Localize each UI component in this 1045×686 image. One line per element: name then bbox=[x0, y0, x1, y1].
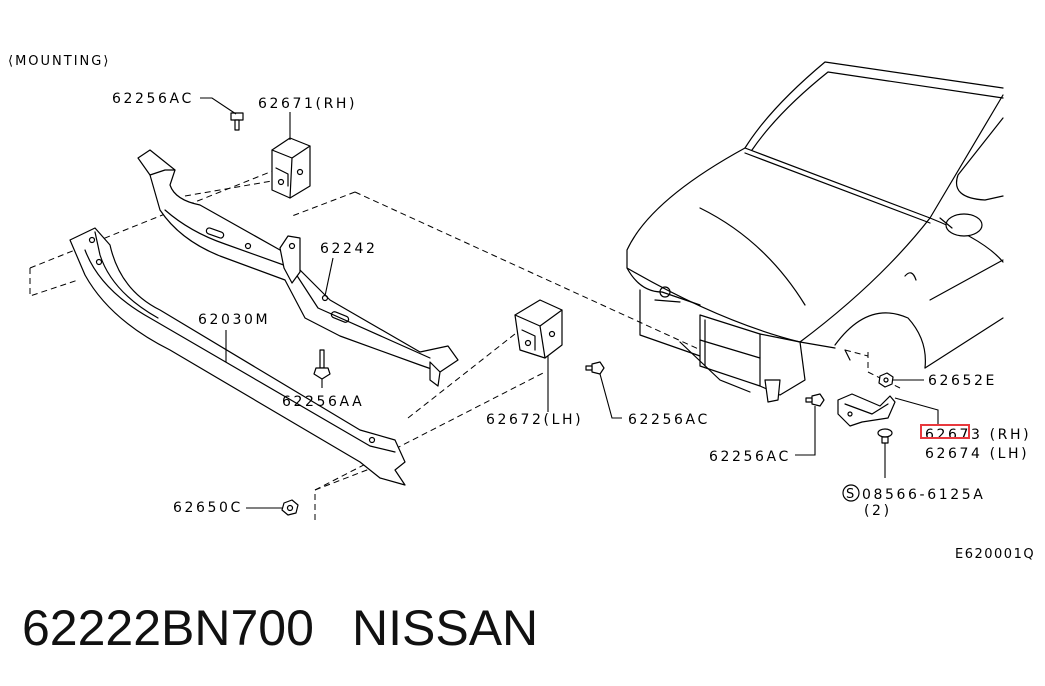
bracket-lh bbox=[514, 299, 563, 359]
callout-bolt-right: 62256AC bbox=[709, 449, 791, 465]
nut-bottom bbox=[281, 499, 299, 516]
callout-screw: 08566-6125A bbox=[862, 487, 985, 503]
diagram-code: E620001Q bbox=[955, 547, 1035, 562]
bolt-right bbox=[805, 393, 825, 407]
callout-bolt-top-left: 62256AC bbox=[112, 91, 194, 107]
screw-right bbox=[877, 428, 893, 444]
part-number: 62222BN700 bbox=[22, 600, 314, 656]
lower-beam bbox=[69, 227, 406, 486]
screw-symbol-circle bbox=[842, 484, 860, 502]
callout-bracket-rh: 62671(RH) bbox=[258, 96, 357, 112]
bolt-mid bbox=[585, 361, 605, 375]
mounting-label: ⟨MOUNTING⟩ bbox=[8, 54, 110, 69]
callout-nut-right: 62652E bbox=[928, 373, 997, 389]
callout-bolt-mid: 62256AC bbox=[628, 412, 710, 428]
screw-symbol: S bbox=[846, 487, 854, 502]
nut-right bbox=[878, 372, 894, 388]
callout-screw-qty: (2) bbox=[864, 503, 892, 519]
bracket-right bbox=[837, 393, 896, 427]
callout-beam: 62030M bbox=[198, 312, 270, 328]
callout-bracket-right-rh: 62673 (RH) bbox=[925, 427, 1031, 443]
dashed-guide-lines bbox=[29, 169, 901, 520]
callout-bolt-mid-left: 62256AA bbox=[282, 394, 364, 410]
callout-bracket-lh: 62672(LH) bbox=[486, 412, 583, 428]
highlight-box bbox=[920, 424, 970, 439]
vehicle-front-view bbox=[626, 61, 1004, 403]
bolt-top-left bbox=[230, 112, 244, 131]
callout-member: 62242 bbox=[320, 241, 378, 257]
brand-name: NISSAN bbox=[352, 600, 538, 656]
bolt-mid-left bbox=[313, 349, 331, 380]
callout-nut-bottom: 62650C bbox=[173, 500, 243, 516]
bracket-rh bbox=[271, 137, 311, 199]
leader-lines bbox=[200, 97, 939, 509]
callout-bracket-right-lh: 62674 (LH) bbox=[925, 446, 1029, 462]
upper-member bbox=[137, 149, 459, 387]
